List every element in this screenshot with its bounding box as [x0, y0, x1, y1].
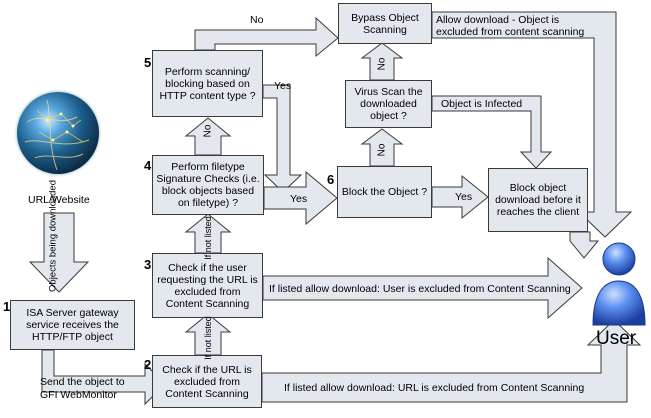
- arrow-step3-to-step4: [184, 213, 232, 254]
- yes-label-block: Yes: [455, 191, 473, 203]
- send-to-gfi-text: Send the object to GFI WebMonitor: [40, 376, 125, 401]
- arrow-bypass-to-user: [431, 11, 633, 238]
- block-before-box: Block object download before it reaches …: [488, 168, 588, 232]
- step4-box: Perform filetype Signature Checks (i.e. …: [152, 155, 264, 215]
- step2-box: Check if the URL is excluded from Conten…: [152, 355, 262, 408]
- arrow-step2-to-user: [261, 319, 642, 403]
- no-label-step4: No: [202, 124, 214, 138]
- step-number-5: 5: [144, 55, 152, 70]
- user-icon: [592, 242, 646, 326]
- step3-box: Check if the user requesting the URL is …: [152, 253, 263, 318]
- step6-block-box: Block the Object ?: [337, 166, 432, 218]
- arrow-virus-no-to-bypass: [360, 42, 404, 81]
- bypass-box: Bypass Object Scanning: [338, 3, 432, 44]
- arrow-step5-to-bypass: [194, 16, 339, 58]
- user-label: User: [596, 328, 637, 349]
- infected-label: Object is Infected: [441, 98, 523, 110]
- no-label-virus: No: [376, 57, 388, 71]
- objects-downloaded-label: Objects being downloaded: [47, 180, 59, 292]
- url-excluded-label: If listed allow download: URL is exclude…: [284, 382, 585, 394]
- arrow-step4-to-step5: [184, 117, 232, 156]
- source-label: URL/Website: [28, 194, 90, 206]
- user-excluded-label: If listed allow download: User is exclud…: [269, 283, 571, 295]
- globe-icon: [17, 92, 99, 174]
- arrow-step2-to-step3: [184, 313, 232, 356]
- arrow-step5-yes-to-block: [262, 84, 303, 193]
- if-not-listed-label-2: If not listed: [203, 316, 213, 360]
- step-number-6: 6: [327, 172, 335, 187]
- step-number-1: 1: [3, 299, 11, 314]
- arrow-globe-to-step1: [28, 212, 90, 293]
- no-label-step5: No: [250, 14, 264, 26]
- step5-box: Perform scanning/ blocking based on HTTP…: [152, 50, 263, 117]
- step1-box: ISA Server gateway service receives the …: [10, 300, 135, 350]
- step-number-2: 2: [144, 357, 152, 372]
- arrow-step4-yes-to-block: [263, 170, 338, 226]
- arrow-block-no-to-virus: [360, 128, 404, 167]
- arrow-block-yes-to-block-before: [431, 174, 489, 220]
- arrow-infected-to-block-before: [431, 95, 553, 169]
- send-to-gfi-label: Send the object to GFI WebMonitor: [40, 376, 140, 402]
- arrow-step3-to-user: [262, 256, 583, 320]
- step-number-3: 3: [144, 257, 152, 272]
- allow-excluded-label: Allow download - Object is excluded from…: [436, 14, 585, 38]
- step-number-4: 4: [144, 158, 152, 173]
- arrow-block-before-to-user: [569, 231, 600, 259]
- yes-label-step4: Yes: [290, 193, 308, 205]
- no-label-block: No: [376, 143, 388, 157]
- yes-label-step5: Yes: [274, 80, 292, 92]
- virus-scan-box: Virus Scan the downloaded object ?: [345, 80, 432, 128]
- if-not-listed-label-3: If not listed: [203, 216, 213, 260]
